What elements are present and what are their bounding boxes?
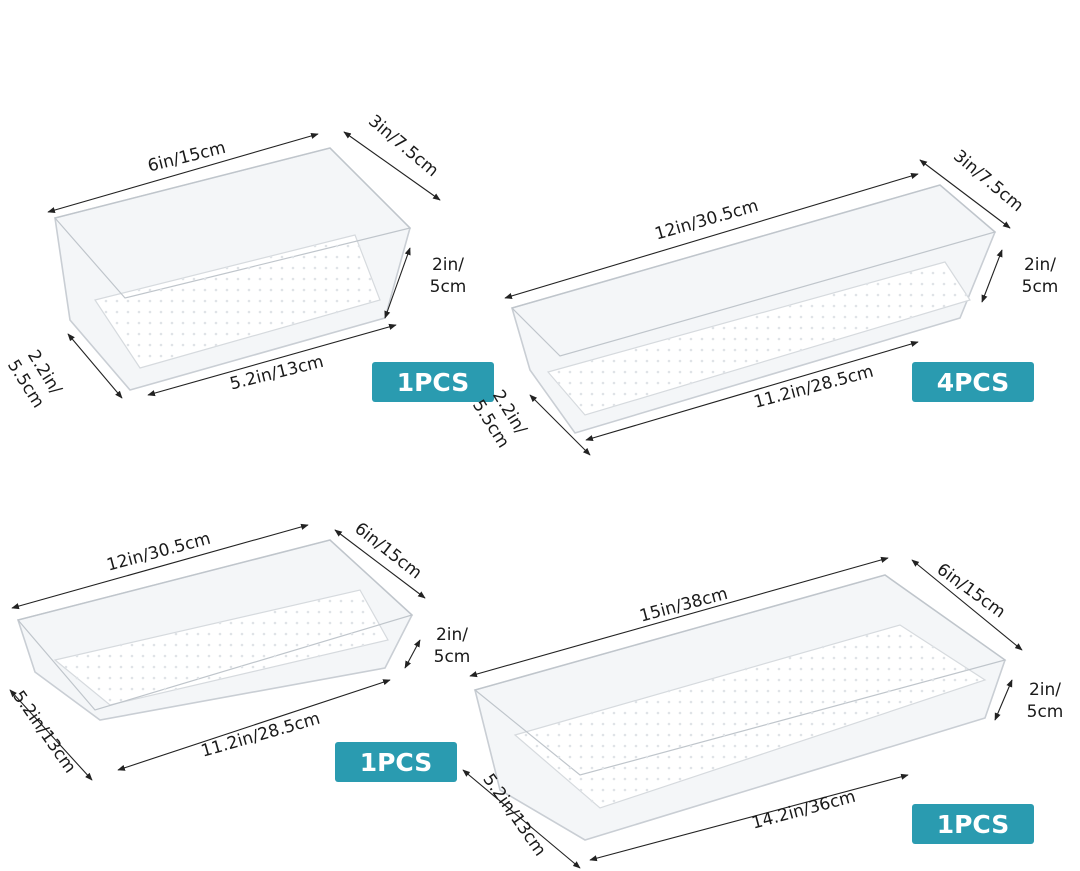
bottom-width-arrow [9, 689, 93, 781]
bottom-length-label: 14.2in/36cm [750, 787, 858, 834]
bottom-width-arrow [529, 394, 591, 456]
tray-illustration [53, 147, 412, 391]
quantity-label: 4PCS [937, 368, 1010, 397]
height-arrow [404, 639, 421, 669]
length-arrow [504, 173, 919, 299]
tray-illustration [473, 574, 1007, 841]
tray-long-narrow: 12in/30.5cm3in/7.5cm2in/5cm2.2in/5.5cm11… [468, 146, 1059, 456]
width-arrow [343, 131, 441, 201]
width-label: 6in/15cm [933, 559, 1009, 622]
length-arrow [47, 132, 319, 214]
bottom-width-arrow [67, 333, 123, 399]
perforation-pattern [64, 599, 376, 702]
length-label: 6in/15cm [146, 138, 228, 177]
quantity-label: 1PCS [397, 368, 470, 397]
tray-illustration [16, 539, 414, 721]
bottom-length-label: 11.2in/28.5cm [199, 709, 323, 762]
length-label: 12in/30.5cm [105, 529, 213, 576]
height-arrow [384, 247, 411, 319]
height-arrow [994, 679, 1013, 721]
quantity-badge: 1PCS [372, 362, 494, 402]
bottom-length-arrow [117, 679, 391, 771]
bottom-width-arrow [462, 769, 581, 869]
height-arrow [981, 249, 1003, 303]
quantity-label: 1PCS [937, 810, 1010, 839]
quantity-label: 1PCS [360, 748, 433, 777]
bottom-length-arrow [585, 341, 919, 441]
quantity-badge: 1PCS [912, 804, 1034, 844]
bottom-length-arrow [589, 773, 909, 862]
bottom-length-arrow [147, 323, 397, 397]
height-label: 2in/5cm [1022, 255, 1059, 297]
height-label: 2in/5cm [434, 625, 471, 667]
width-arrow [919, 159, 1011, 229]
length-arrow [11, 523, 309, 610]
height-label: 2in/5cm [1027, 680, 1064, 722]
quantity-badge: 4PCS [912, 362, 1034, 402]
quantity-badge: 1PCS [335, 742, 457, 782]
bottom-width-label: 2.2in/5.5cm [3, 345, 67, 412]
height-label: 2in/5cm [430, 255, 467, 297]
width-arrow [911, 559, 1023, 651]
length-label: 15in/38cm [637, 584, 730, 627]
length-arrow [469, 556, 889, 678]
width-label: 3in/7.5cm [364, 111, 442, 181]
width-arrow [334, 529, 426, 599]
bottom-width-label: 5.2in/13cm [8, 687, 79, 777]
